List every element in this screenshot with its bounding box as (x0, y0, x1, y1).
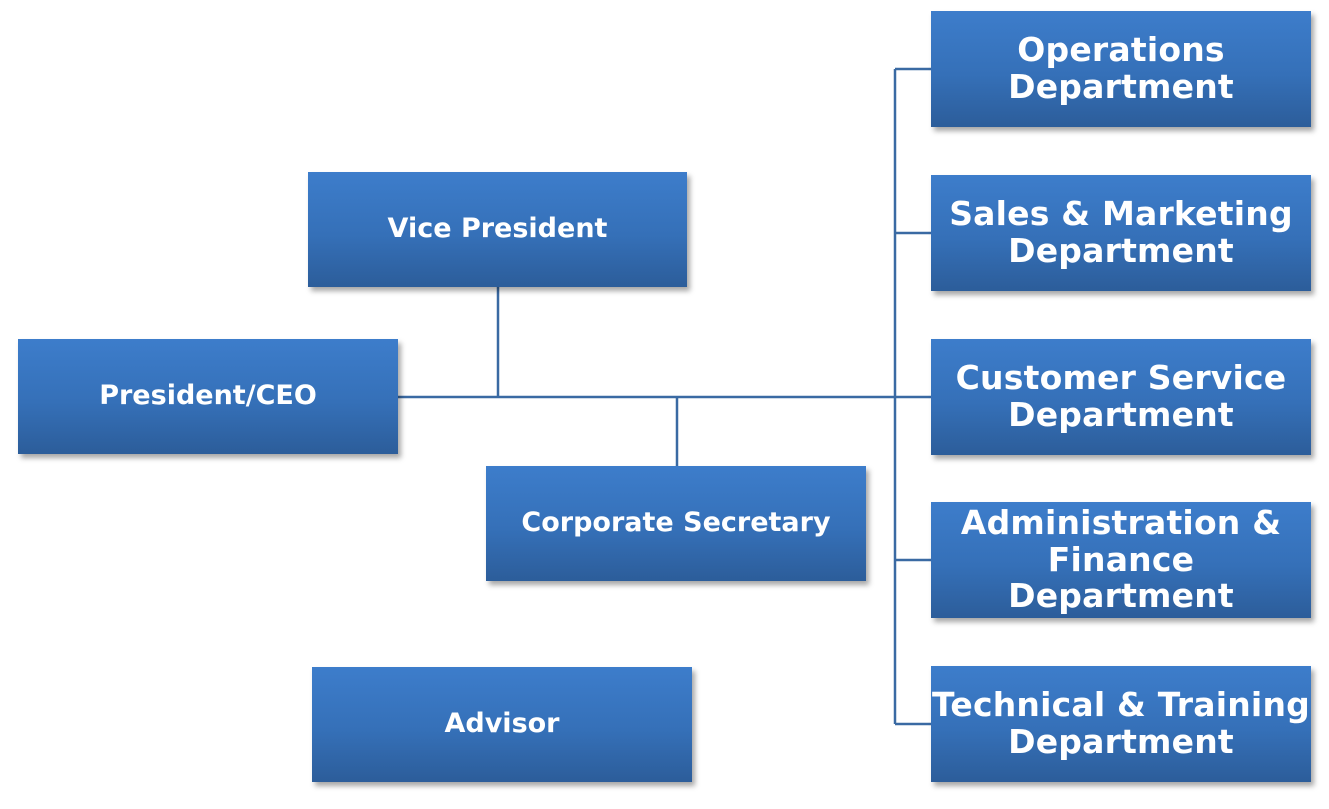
technical-training-department-label: Technical & Training Department (932, 685, 1310, 761)
president-ceo-label: President/CEO (99, 380, 317, 412)
corporate-secretary-label: Corporate Secretary (521, 507, 831, 539)
sales-marketing-department-box: Sales & Marketing Department (931, 175, 1311, 291)
president-ceo-box: President/CEO (18, 339, 398, 454)
advisor-label: Advisor (444, 708, 560, 740)
sales-marketing-department-label: Sales & Marketing Department (949, 194, 1293, 270)
operations-department-label: Operations Department (1008, 30, 1234, 106)
corporate-secretary-box: Corporate Secretary (486, 466, 866, 581)
administration-finance-department-box: Administration & Finance Department (931, 502, 1311, 618)
operations-department-box: Operations Department (931, 11, 1311, 127)
administration-finance-department-label: Administration & Finance Department (960, 502, 1282, 616)
advisor-box: Advisor (312, 667, 692, 782)
vice-president-label: Vice President (387, 213, 608, 245)
customer-service-department-label: Customer Service Department (955, 358, 1287, 434)
vice-president-box: Vice President (308, 172, 687, 287)
technical-training-department-box: Technical & Training Department (931, 666, 1311, 782)
customer-service-department-box: Customer Service Department (931, 339, 1311, 455)
